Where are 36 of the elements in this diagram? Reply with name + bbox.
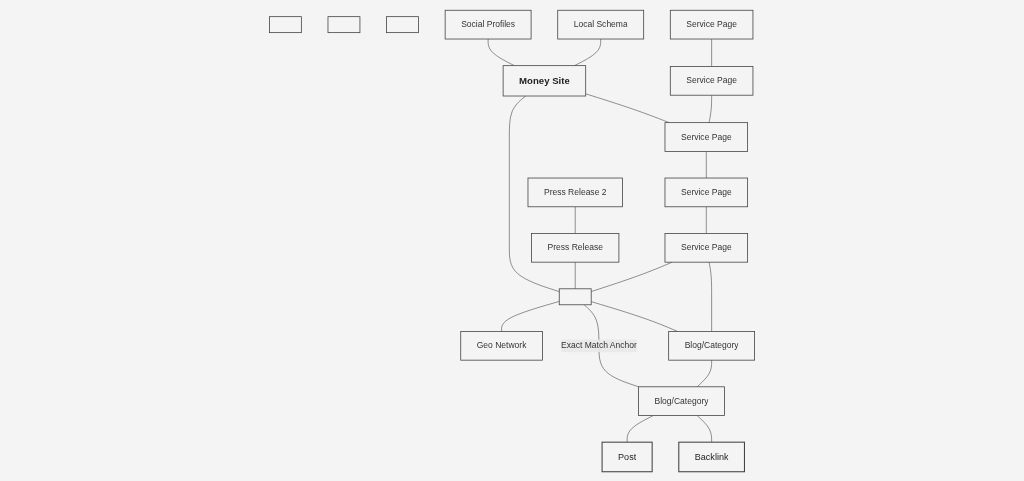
connector — [501, 300, 560, 332]
connector — [487, 38, 515, 66]
node-box: Money Site — [502, 64, 587, 96]
node-box — [327, 15, 361, 33]
node-box: Service Page — [669, 65, 754, 96]
connector — [708, 94, 712, 123]
connector — [590, 261, 673, 292]
connector — [583, 304, 639, 387]
connector — [708, 261, 712, 332]
connector — [509, 95, 560, 292]
connector — [706, 150, 707, 178]
node-box: Blog/Category — [668, 330, 755, 361]
connector — [574, 38, 601, 66]
edge-label: Exact Match Anchor — [561, 340, 637, 350]
node-box: Local Schema — [557, 9, 645, 39]
connector — [696, 414, 712, 442]
node-box: Post — [601, 441, 653, 472]
connector — [574, 206, 576, 234]
node-box — [269, 15, 302, 33]
node-box: Blog/Category — [638, 385, 725, 416]
node-box — [386, 15, 419, 33]
node-box — [558, 287, 592, 305]
node-box: Press Release — [531, 232, 620, 263]
node-box: Service Page — [664, 177, 748, 207]
node-box: Press Release 2 — [527, 177, 623, 207]
connector — [706, 206, 707, 234]
connector — [626, 414, 654, 442]
connector — [696, 359, 712, 387]
node-box: Service Page — [664, 232, 748, 263]
node-box: Backlink — [678, 441, 745, 472]
node-box: Service Page — [669, 9, 754, 39]
node-box: Social Profiles — [444, 9, 532, 39]
node-box: Geo Network — [460, 330, 543, 361]
node-box: Service Page — [664, 121, 748, 152]
connector — [574, 261, 576, 289]
connector — [711, 38, 712, 67]
